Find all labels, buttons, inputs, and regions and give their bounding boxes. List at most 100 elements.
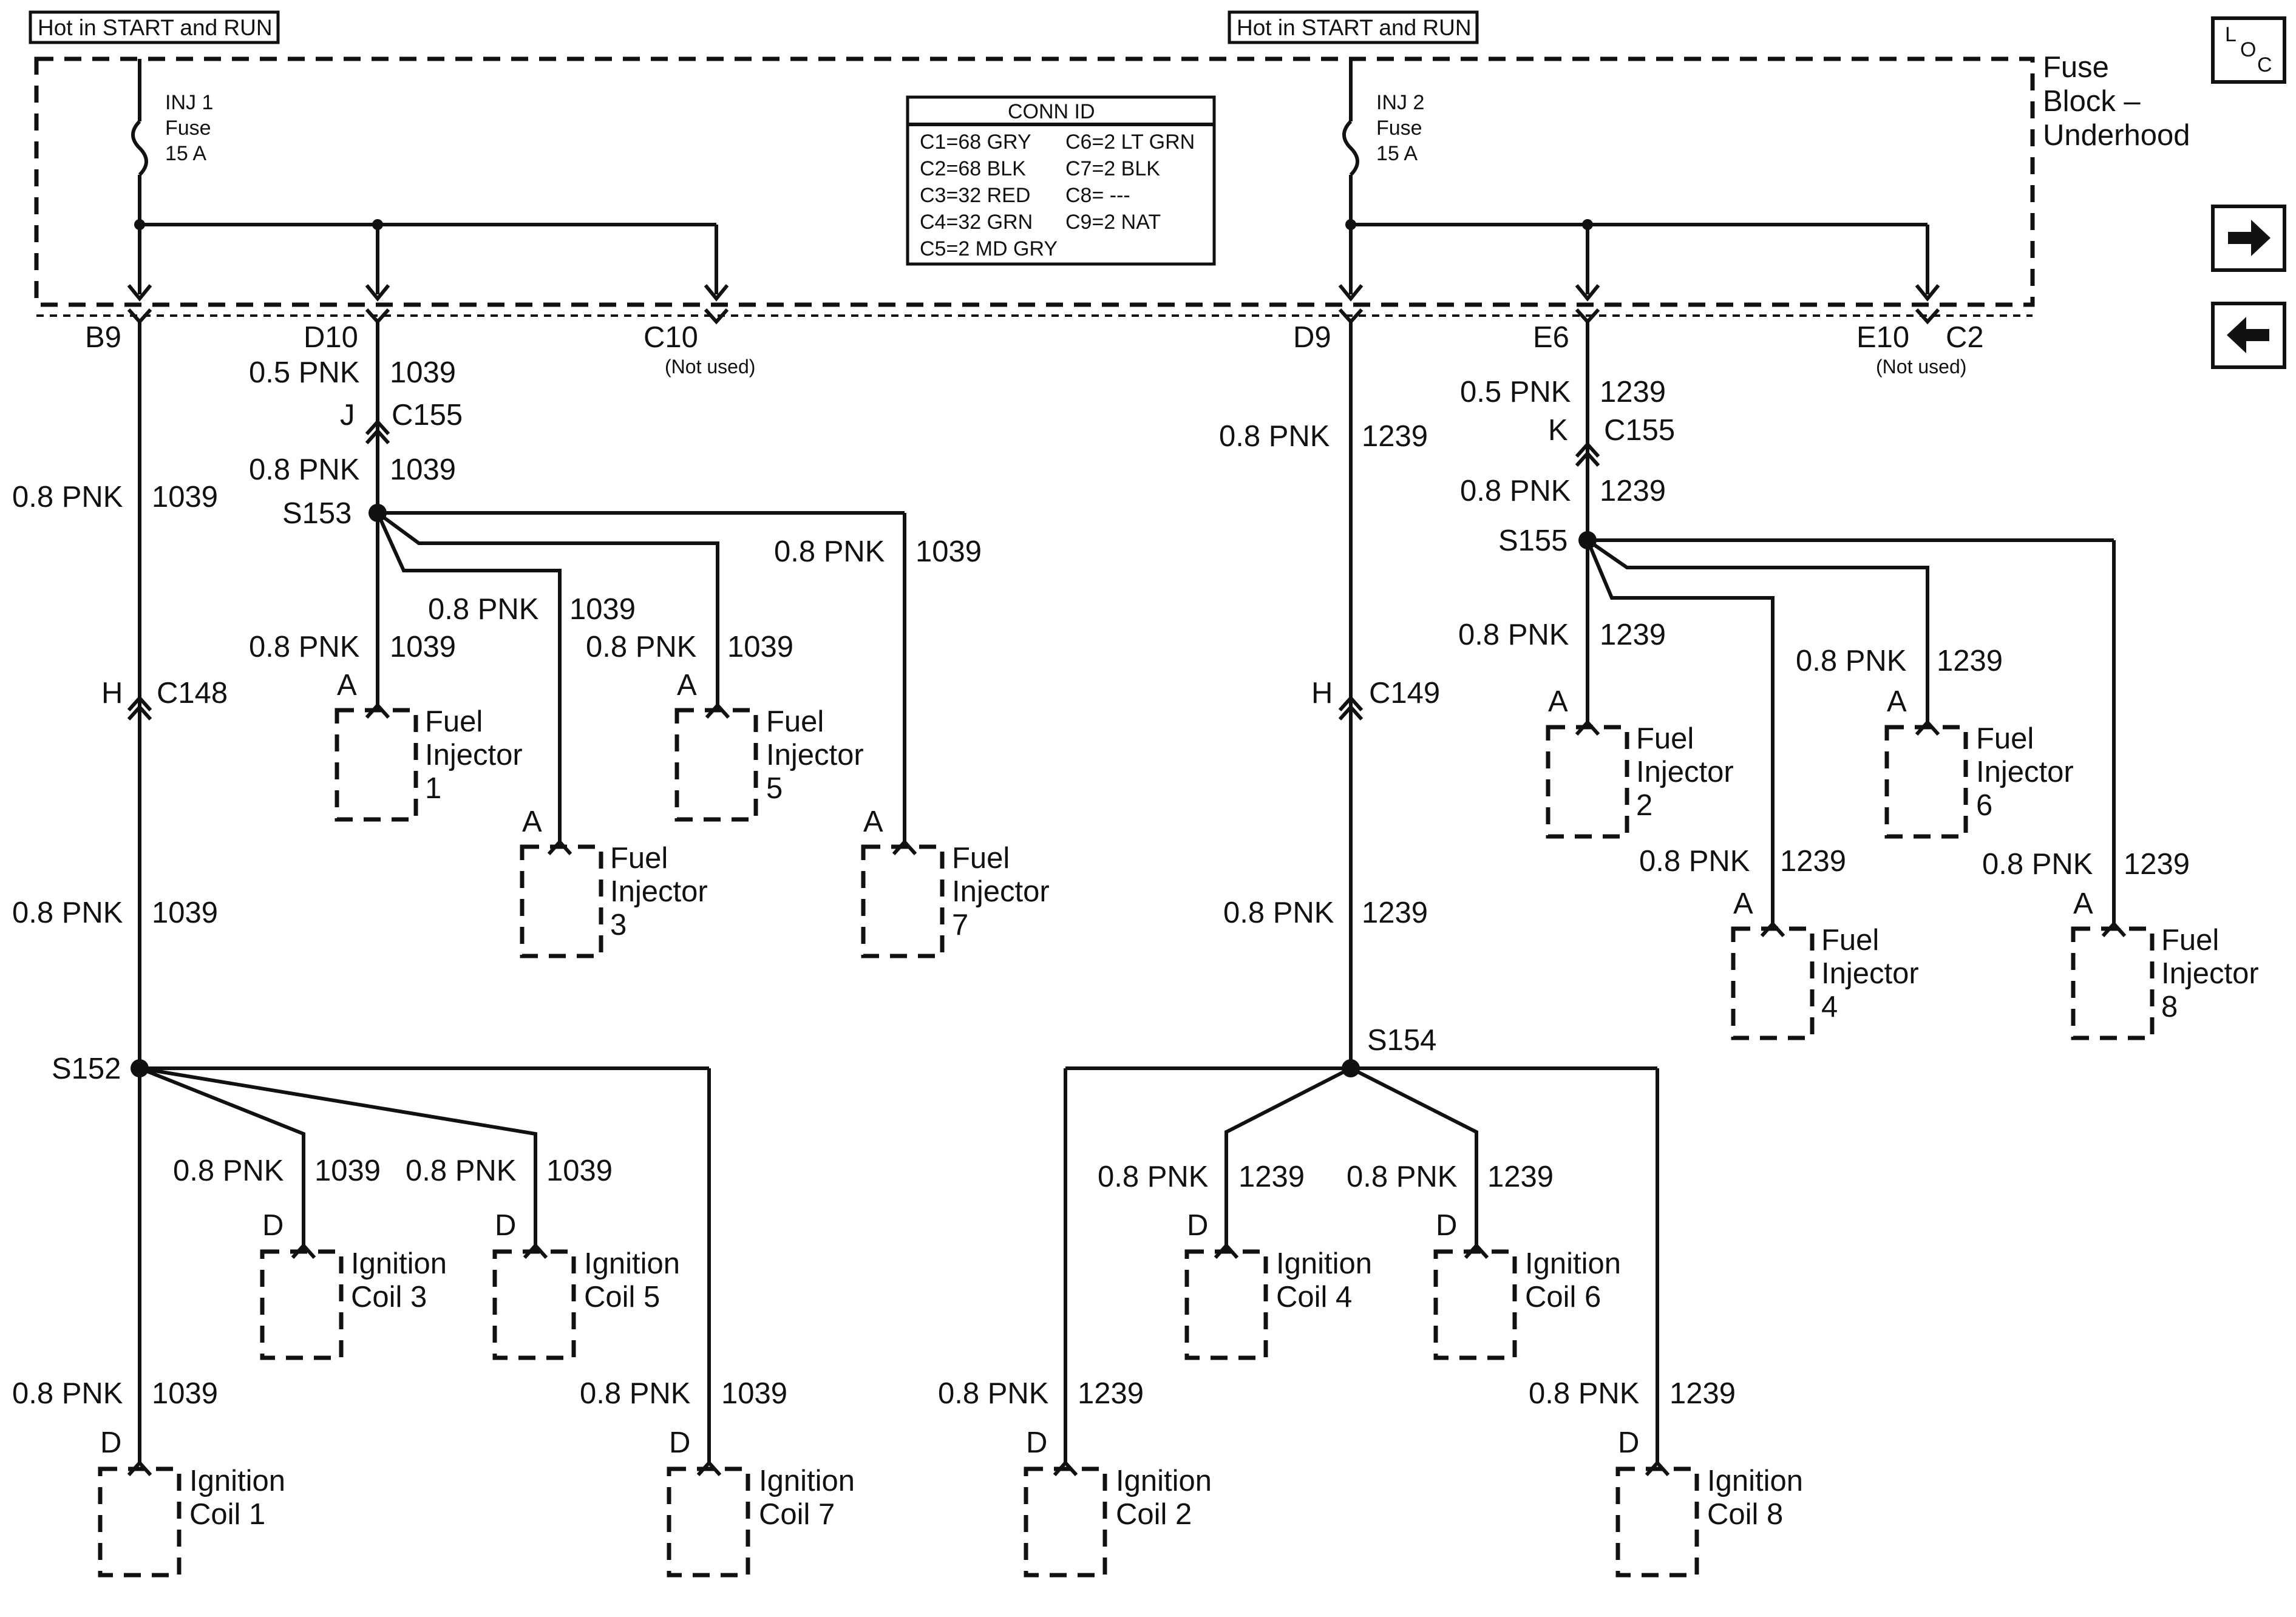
ignition-coil-1: 0.8 PNK 1039 D Ignition Coil 1 [12,1377,285,1578]
b9-wire-color: 0.8 PNK [12,481,123,514]
splice-s154: S154 [1064,1024,1659,1463]
ignition-coil-2: 0.8 PNK 1239 D Ignition Coil 2 [938,1377,1212,1578]
fuse-inj1: INJ 1 Fuse 15 A [131,59,213,225]
injector-4-injector: Injector [1821,957,1919,990]
coil-8-wire-color: 0.8 PNK [1529,1377,1640,1410]
coil-6-ignition: Ignition [1525,1247,1621,1280]
fuse-inj2-rating: 15 A [1376,142,1418,165]
injector-2-fuel: Fuel [1636,722,1694,755]
fuel-injector-5: 0.8 PNK 1039 A Fuel Injector 5 [586,631,864,822]
connector-c148: C148 [157,677,228,710]
conn-id-c5: C5=2 MD GRY [920,237,1058,260]
conn-id-c4: C4=32 GRN [920,211,1033,234]
injector-4-number: 4 [1821,991,1838,1023]
injector-4-pin: A [1733,887,1753,920]
injector-5-pin: A [677,669,697,702]
coil-7-wire-circuit: 1039 [721,1377,787,1410]
coil-7-pin: D [669,1426,690,1459]
c148-pin-h: H [101,677,123,710]
d9-wire-circuit: 1239 [1362,420,1428,453]
terminal-e10-not-used: (Not used) [1876,356,1966,378]
injector-3-fuel: Fuel [610,842,668,875]
injector-8-wire-color: 0.8 PNK [1982,848,2093,881]
c155r-wire-color: 0.8 PNK [1460,475,1571,507]
connector-c149: C149 [1369,677,1440,710]
injector-6-pin: A [1887,685,1907,718]
injector-3-wire-circuit: 1039 [569,593,636,626]
coil-4-wire-circuit: 1239 [1238,1161,1305,1193]
injector-8-fuel: Fuel [2161,924,2219,957]
injector-3-number: 3 [610,909,627,941]
fuse-block-bus-right [1338,219,1940,302]
loc-button[interactable]: L O C [2211,16,2286,84]
next-page-button[interactable] [2211,205,2286,272]
conn-id-c1: C1=68 GRY [920,131,1031,154]
coil-8-label: Coil 8 [1707,1498,1783,1531]
fuse-inj2-name: INJ 2 [1376,91,1424,114]
ignition-coil-5: 0.8 PNK 1039 D Ignition Coil 5 [406,1154,680,1360]
injector-5-wire-color: 0.8 PNK [586,631,697,663]
c155-wire-circuit: 1039 [390,453,456,486]
c148-wire-circuit: 1039 [152,897,218,929]
e6-wire-circuit: 1239 [1600,376,1666,408]
hot-label-left-text: Hot in START and RUN [38,15,273,40]
coil-3-ignition: Ignition [351,1247,447,1280]
injector-1-number: 1 [425,772,441,805]
right-arrow-icon [2228,220,2271,256]
fuse-inj2-symbol [1342,120,1359,177]
splice-s154-label: S154 [1367,1024,1436,1057]
connector-c155-left: C155 [392,399,463,432]
hot-label-left: Hot in START and RUN [29,10,280,44]
conn-id-c8: C8= --- [1065,184,1130,207]
injector-4-wire-color: 0.8 PNK [1639,845,1750,878]
coil-7-wire-color: 0.8 PNK [580,1377,691,1410]
b9-wire-circuit: 1039 [152,481,218,514]
coil-6-pin: D [1436,1209,1457,1242]
fuse-inj1-name: INJ 1 [165,91,213,114]
coil-5-label: Coil 5 [584,1281,660,1314]
injector-8-number: 8 [2161,991,2178,1023]
coil-3-wire-circuit: 1039 [314,1154,381,1187]
injector-3-wire-color: 0.8 PNK [428,593,539,626]
c149-wire-circuit: 1239 [1362,897,1428,929]
e6-wire-color: 0.5 PNK [1460,376,1571,408]
coil-3-wire-color: 0.8 PNK [173,1154,284,1187]
injector-8-wire-circuit: 1239 [2124,848,2190,881]
fuse-inj1-rating: 15 A [165,142,206,165]
connector-c155-right: C155 [1604,414,1675,447]
fuse-block-label-1: Fuse [2043,51,2109,84]
c149-pin-h: H [1311,677,1333,710]
fuel-injector-4: 0.8 PNK 1239 A Fuel Injector 4 [1639,845,1919,1040]
injector-6-number: 6 [1976,789,1992,822]
splice-s155-label: S155 [1498,524,1567,557]
injector-1-fuel: Fuel [425,705,483,738]
splice-s152: S152 [52,1053,711,1463]
terminal-b9: B9 [85,321,121,354]
injector-6-injector: Injector [1976,756,2074,788]
fuse-block-label-3: Underhood [2043,119,2190,152]
coil-5-wire-circuit: 1039 [546,1154,613,1187]
injector-2-wire-color: 0.8 PNK [1458,619,1569,651]
ignition-coil-3: 0.8 PNK 1039 D Ignition Coil 3 [173,1154,447,1360]
coil-1-pin: D [100,1426,121,1459]
fuse-block-outline [34,56,2035,307]
injector-5-injector: Injector [766,739,864,771]
coil-1-wire-color: 0.8 PNK [12,1377,123,1410]
left-arrow-icon [2227,317,2269,353]
coil-3-pin: D [262,1209,284,1242]
fuel-injector-8: 0.8 PNK 1239 A Fuel Injector 8 [1982,848,2259,1040]
conn-id-c3: C3=32 RED [920,184,1030,207]
injector-3-injector: Injector [610,875,708,908]
injector-8-pin: A [2073,887,2093,920]
injector-5-fuel: Fuel [766,705,824,738]
fuse-block-label-2: Block – [2043,85,2141,118]
splice-s155: S155 [1498,524,2116,926]
coil-1-ignition: Ignition [189,1465,285,1497]
fuse-block-label: Fuse Block – Underhood [2043,51,2190,152]
previous-page-button[interactable] [2211,302,2286,369]
injector-6-wire-circuit: 1239 [1937,645,2003,677]
fuel-injector-3: 0.8 PNK 1039 A Fuel Injector 3 [428,593,708,958]
coil-6-label: Coil 6 [1525,1281,1601,1314]
coil-4-ignition: Ignition [1276,1247,1372,1280]
coil-2-wire-color: 0.8 PNK [938,1377,1049,1410]
